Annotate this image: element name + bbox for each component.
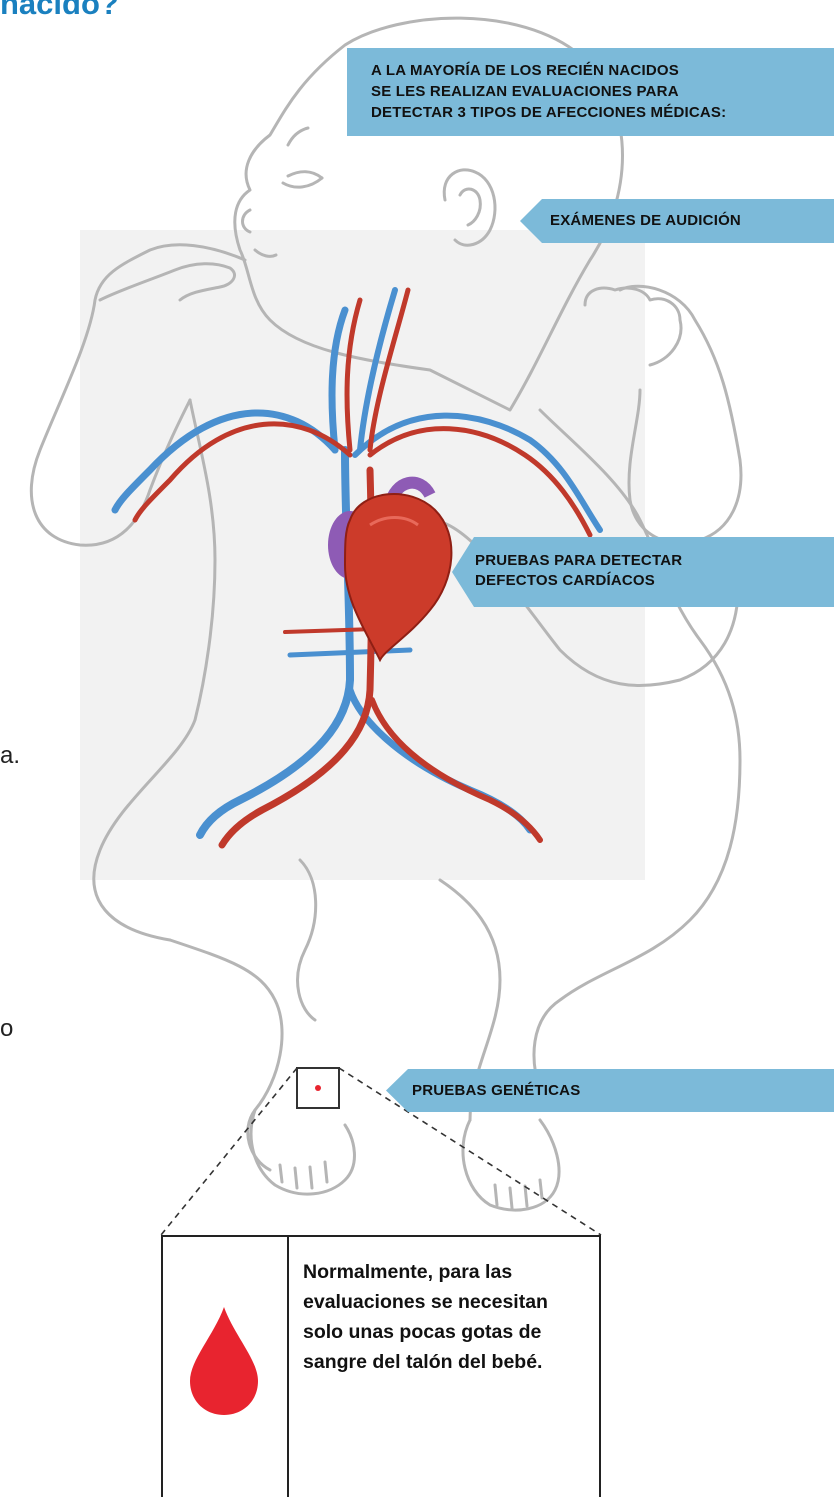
zoom-line-left [161, 1068, 297, 1235]
nose [243, 210, 251, 232]
info-line-3: DETECTAR 3 TIPOS DE AFECCIONES MÉDICAS: [371, 102, 726, 123]
right-toes [495, 1180, 542, 1208]
heel-blood-dot [315, 1085, 321, 1091]
blood-drop-icon [188, 1305, 260, 1417]
note-line-4: sangre del talón del bebé. [303, 1347, 603, 1377]
heel-prick-note-text: Normalmente, para las evaluaciones se ne… [303, 1257, 603, 1377]
screening-info-box: A LA MAYORÍA DE LOS RECIÉN NACIDOS SE LE… [347, 48, 834, 136]
screening-info-text: A LA MAYORÍA DE LOS RECIÉN NACIDOS SE LE… [371, 60, 726, 123]
heart-test-tag: PRUEBAS PARA DETECTAR DEFECTOS CARDÍACOS [452, 537, 834, 607]
note-line-3: solo unas pocas gotas de [303, 1317, 603, 1347]
note-line-1: Normalmente, para las [303, 1257, 603, 1287]
info-line-1: A LA MAYORÍA DE LOS RECIÉN NACIDOS [371, 60, 726, 81]
closed-eye [283, 178, 322, 187]
genetic-test-label: PRUEBAS GENÉTICAS [412, 1081, 580, 1101]
left-toes [280, 1162, 327, 1188]
genetic-test-tag: PRUEBAS GENÉTICAS [386, 1069, 834, 1112]
left-leg-inner [298, 860, 316, 1020]
heart-test-label: PRUEBAS PARA DETECTAR DEFECTOS CARDÍACOS [475, 551, 682, 591]
eye-lid [288, 172, 322, 178]
heel-prick-note-box: Normalmente, para las evaluaciones se ne… [161, 1235, 601, 1497]
heart-test-line-1: PRUEBAS PARA DETECTAR [475, 551, 682, 571]
heart-test-line-2: DEFECTOS CARDÍACOS [475, 571, 682, 591]
left-foot [251, 1110, 354, 1194]
page-title-fragment: nacido? [0, 0, 119, 22]
note-divider [287, 1237, 289, 1497]
info-line-2: SE LES REALIZAN EVALUACIONES PARA [371, 81, 726, 102]
left-leg [170, 940, 282, 1170]
cropped-text-fragment-2: o [0, 1015, 13, 1043]
cropped-text-fragment-1: a. [0, 742, 20, 770]
brow [288, 128, 308, 145]
hearing-test-tag: EXÁMENES DE AUDICIÓN [520, 199, 834, 243]
ear-inner [460, 189, 480, 225]
note-line-2: evaluaciones se necesitan [303, 1287, 603, 1317]
hearing-test-label: EXÁMENES DE AUDICIÓN [550, 211, 741, 231]
